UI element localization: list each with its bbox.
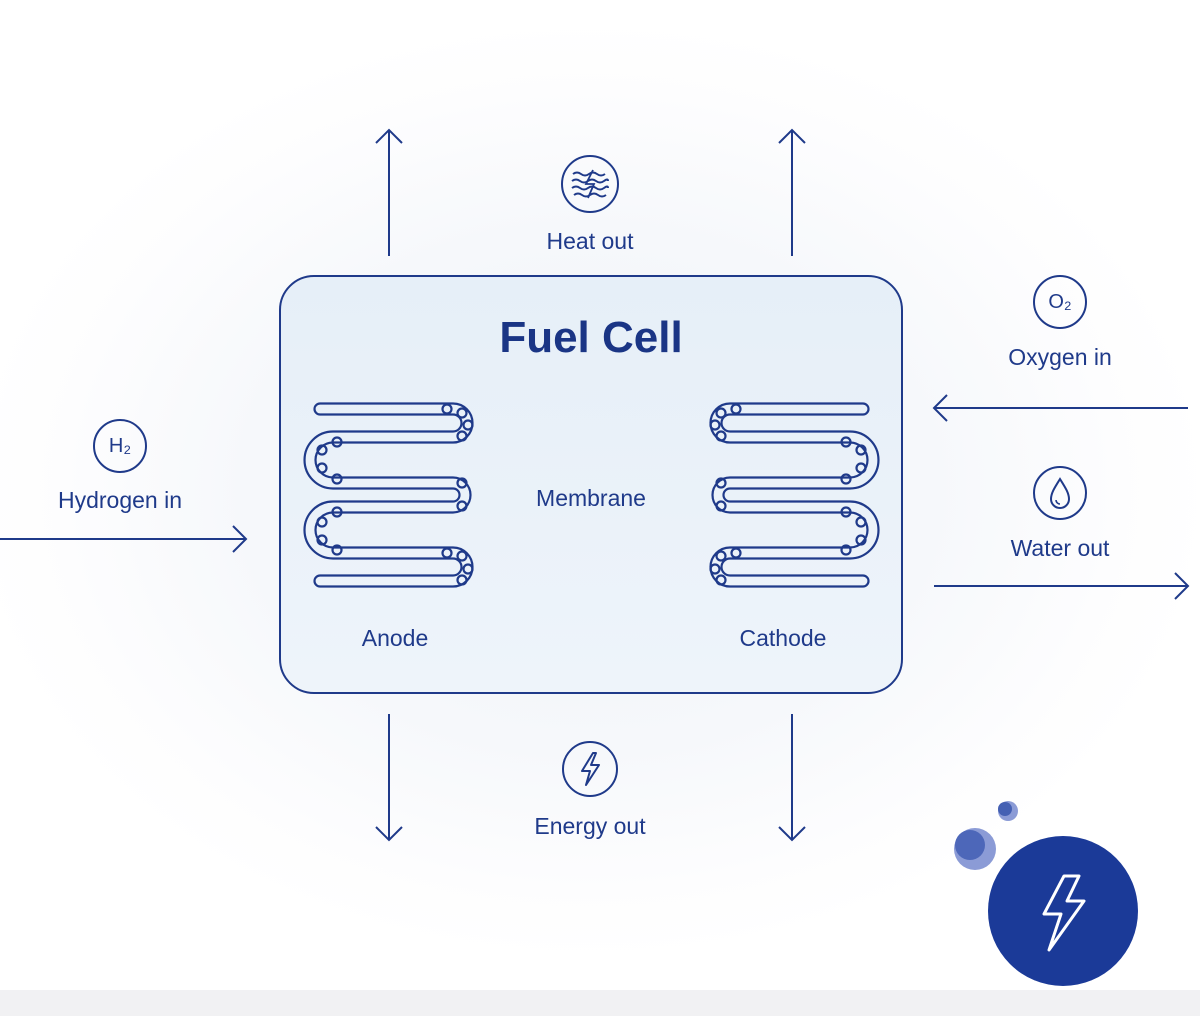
hydrogen-in-label: Hydrogen in bbox=[57, 487, 183, 513]
water-drop-icon bbox=[1033, 466, 1087, 520]
cathode-label: Cathode bbox=[739, 625, 827, 651]
heat-waves-icon bbox=[561, 155, 619, 213]
decorative-bubbles bbox=[954, 801, 1018, 870]
water-out-label: Water out bbox=[1010, 535, 1110, 561]
bottom-strip bbox=[0, 990, 1200, 1016]
membrane-label: Membrane bbox=[536, 485, 646, 511]
energy-out-arrow-right bbox=[778, 714, 806, 842]
hydrogen-icon bbox=[93, 419, 147, 473]
heat-out-arrow-left bbox=[375, 128, 403, 256]
energy-out-arrow-left bbox=[375, 714, 403, 842]
oxygen-icon bbox=[1033, 275, 1087, 329]
hydrogen-in-arrow bbox=[0, 525, 248, 553]
oxygen-formula: O₂ bbox=[1048, 291, 1072, 313]
energy-out-label: Energy out bbox=[534, 813, 646, 839]
water-out-arrow bbox=[934, 572, 1190, 600]
hydrogen-formula: H₂ bbox=[108, 435, 132, 457]
anode-label: Anode bbox=[361, 625, 429, 651]
fuel-cell-box bbox=[279, 275, 903, 694]
lightning-bolt-icon bbox=[562, 741, 618, 797]
oxygen-in-arrow bbox=[932, 394, 1188, 422]
diagram-title: Fuel Cell bbox=[499, 313, 683, 362]
lightning-bolt-badge-icon bbox=[988, 836, 1138, 986]
heat-out-arrow-right bbox=[778, 128, 806, 256]
oxygen-in-label: Oxygen in bbox=[1008, 344, 1112, 370]
heat-out-label: Heat out bbox=[546, 228, 634, 254]
